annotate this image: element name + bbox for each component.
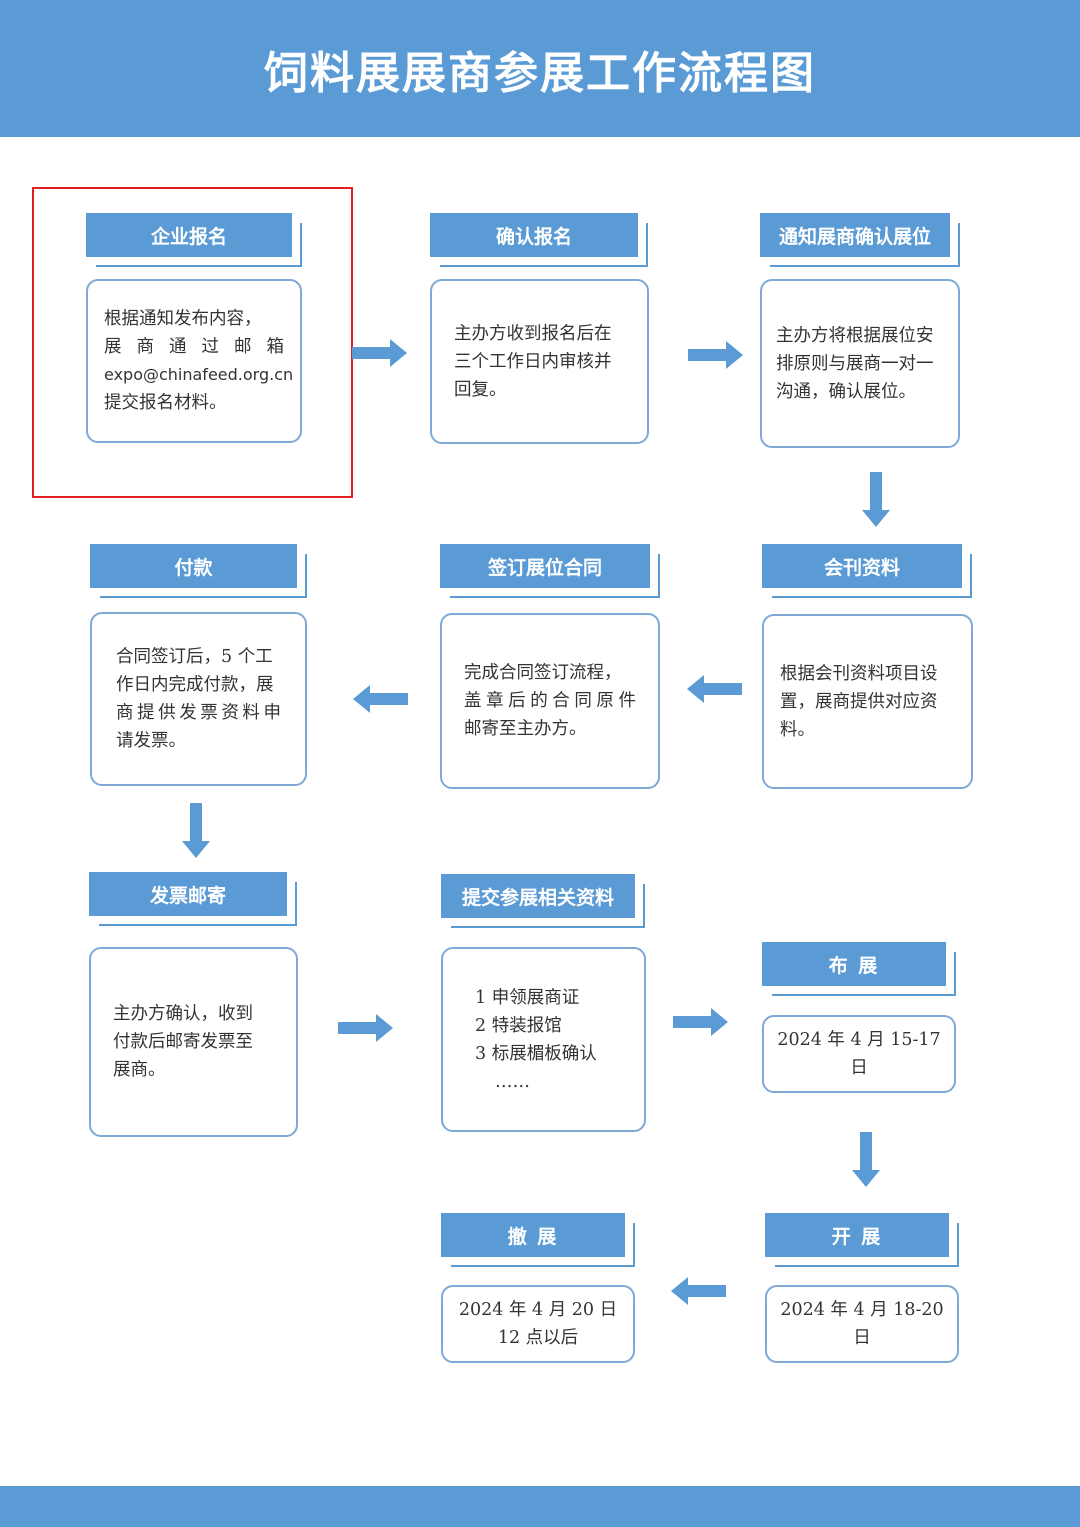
text-line: 根据通知发布内容， bbox=[104, 309, 262, 329]
text-line: 主办方将根据展位安 bbox=[776, 325, 934, 346]
arrow-down-icon bbox=[852, 1132, 880, 1187]
arrow-left-icon bbox=[687, 675, 742, 703]
text-line: 完成合同签订流程， bbox=[464, 663, 622, 683]
step-label: 会刊资料 bbox=[762, 544, 962, 588]
list-ellipsis: …… bbox=[495, 1071, 530, 1092]
text-line: 主办方确认，收到 bbox=[113, 1004, 253, 1024]
text-line: 商提供发票资料申 bbox=[116, 703, 281, 723]
email-text: expo@chinafeed.org.cn bbox=[104, 365, 294, 384]
step-confirm-registration: 确认报名 主办方收到报名后在 三个工作日内审核并 回复。 bbox=[430, 213, 649, 444]
step-description: 1 申领展商证 2 特装报馆 3 标展楣板确认 …… bbox=[441, 947, 646, 1132]
step-setup: 布 展 2024 年 4 月 15-17 日 bbox=[762, 942, 956, 1093]
time-text: 12 点以后 bbox=[497, 1328, 579, 1348]
step-description: 主办方收到报名后在 三个工作日内审核并 回复。 bbox=[430, 279, 649, 444]
step-invoice-mailing: 发票邮寄 主办方确认，收到 付款后邮寄发票至 展商。 bbox=[89, 872, 298, 1137]
step-label: 发票邮寄 bbox=[89, 872, 287, 916]
step-label: 通知展商确认展位 bbox=[760, 213, 950, 257]
list-item: 1 申领展商证 bbox=[475, 987, 580, 1008]
arrow-right-icon bbox=[338, 1014, 393, 1042]
step-company-registration: 企业报名 根据通知发布内容， 展 商 通 过 邮 箱 expo@chinafee… bbox=[86, 213, 302, 443]
date-text: 2024 年 4 月 20 日 bbox=[458, 1300, 618, 1320]
text-line: 展商。 bbox=[113, 1060, 166, 1080]
text-line: 回复。 bbox=[454, 379, 507, 400]
step-label: 开 展 bbox=[765, 1213, 949, 1257]
header-banner: 饲料展展商参展工作流程图 bbox=[0, 0, 1080, 137]
step-notify-booth: 通知展商确认展位 主办方将根据展位安 排原则与展商一对一 沟通，确认展位。 bbox=[760, 213, 960, 448]
step-payment: 付款 合同签订后，5 个工 作日内完成付款，展 商提供发票资料申 请发票。 bbox=[90, 544, 307, 786]
arrow-down-icon bbox=[862, 472, 890, 527]
text-line: 料。 bbox=[780, 719, 815, 740]
text-line: 提交报名材料。 bbox=[104, 393, 227, 413]
step-description: 2024 年 4 月 20 日 12 点以后 bbox=[441, 1285, 635, 1363]
step-label: 提交参展相关资料 bbox=[441, 874, 635, 918]
text-line: 排原则与展商一对一 bbox=[776, 353, 934, 374]
arrow-right-icon bbox=[673, 1008, 728, 1036]
text-line: 主办方收到报名后在 bbox=[454, 323, 612, 344]
list-item: 2 特装报馆 bbox=[475, 1015, 562, 1036]
step-label: 付款 bbox=[90, 544, 297, 588]
highlight-frame bbox=[32, 187, 353, 498]
arrow-left-icon bbox=[671, 1277, 726, 1305]
step-opening: 开 展 2024 年 4 月 18-20 日 bbox=[765, 1213, 959, 1363]
step-label: 布 展 bbox=[762, 942, 946, 986]
text-line: 置，展商提供对应资 bbox=[780, 691, 938, 712]
step-description: 完成合同签订流程， 盖章后的合同原件 邮寄至主办方。 bbox=[440, 613, 660, 789]
arrow-right-icon bbox=[688, 341, 743, 369]
date-text: 2024 年 4 月 15-17 日 bbox=[777, 1030, 941, 1078]
text-line: 作日内完成付款，展 bbox=[116, 675, 274, 695]
step-dismantle: 撤 展 2024 年 4 月 20 日 12 点以后 bbox=[441, 1213, 635, 1363]
step-label: 撤 展 bbox=[441, 1213, 625, 1257]
step-description: 2024 年 4 月 15-17 日 bbox=[762, 1015, 956, 1093]
text-line: 沟通，确认展位。 bbox=[776, 381, 916, 402]
step-submit-materials: 提交参展相关资料 1 申领展商证 2 特装报馆 3 标展楣板确认 …… bbox=[441, 874, 646, 1132]
text-line: 请发票。 bbox=[116, 731, 186, 751]
arrow-right-icon bbox=[352, 339, 407, 367]
text-line: 合同签订后，5 个工 bbox=[116, 647, 273, 667]
step-description: 2024 年 4 月 18-20 日 bbox=[765, 1285, 959, 1363]
text-line: 盖章后的合同原件 bbox=[464, 691, 636, 711]
step-description: 主办方确认，收到 付款后邮寄发票至 展商。 bbox=[89, 947, 298, 1137]
step-label: 确认报名 bbox=[430, 213, 638, 257]
step-sign-contract: 签订展位合同 完成合同签订流程， 盖章后的合同原件 邮寄至主办方。 bbox=[440, 544, 660, 789]
text-line: 根据会刊资料项目设 bbox=[780, 663, 938, 684]
date-text: 2024 年 4 月 18-20 日 bbox=[780, 1300, 944, 1348]
text-line: 三个工作日内审核并 bbox=[454, 351, 612, 372]
step-label: 企业报名 bbox=[86, 213, 292, 257]
text-line: 邮寄至主办方。 bbox=[464, 719, 587, 739]
arrow-left-icon bbox=[353, 685, 408, 713]
page-title: 饲料展展商参展工作流程图 bbox=[264, 47, 816, 99]
text-line: 展 商 通 过 邮 箱 bbox=[104, 337, 284, 357]
step-catalogue-info: 会刊资料 根据会刊资料项目设 置，展商提供对应资 料。 bbox=[762, 544, 973, 789]
text-line: 付款后邮寄发票至 bbox=[113, 1032, 253, 1052]
arrow-down-icon bbox=[182, 803, 210, 858]
step-description: 合同签订后，5 个工 作日内完成付款，展 商提供发票资料申 请发票。 bbox=[90, 612, 307, 786]
step-description: 主办方将根据展位安 排原则与展商一对一 沟通，确认展位。 bbox=[760, 279, 960, 448]
step-label: 签订展位合同 bbox=[440, 544, 650, 588]
step-description: 根据会刊资料项目设 置，展商提供对应资 料。 bbox=[762, 614, 973, 789]
footer-bar bbox=[0, 1486, 1080, 1527]
step-description: 根据通知发布内容， 展 商 通 过 邮 箱 expo@chinafeed.org… bbox=[86, 279, 302, 443]
list-item: 3 标展楣板确认 bbox=[475, 1043, 597, 1064]
